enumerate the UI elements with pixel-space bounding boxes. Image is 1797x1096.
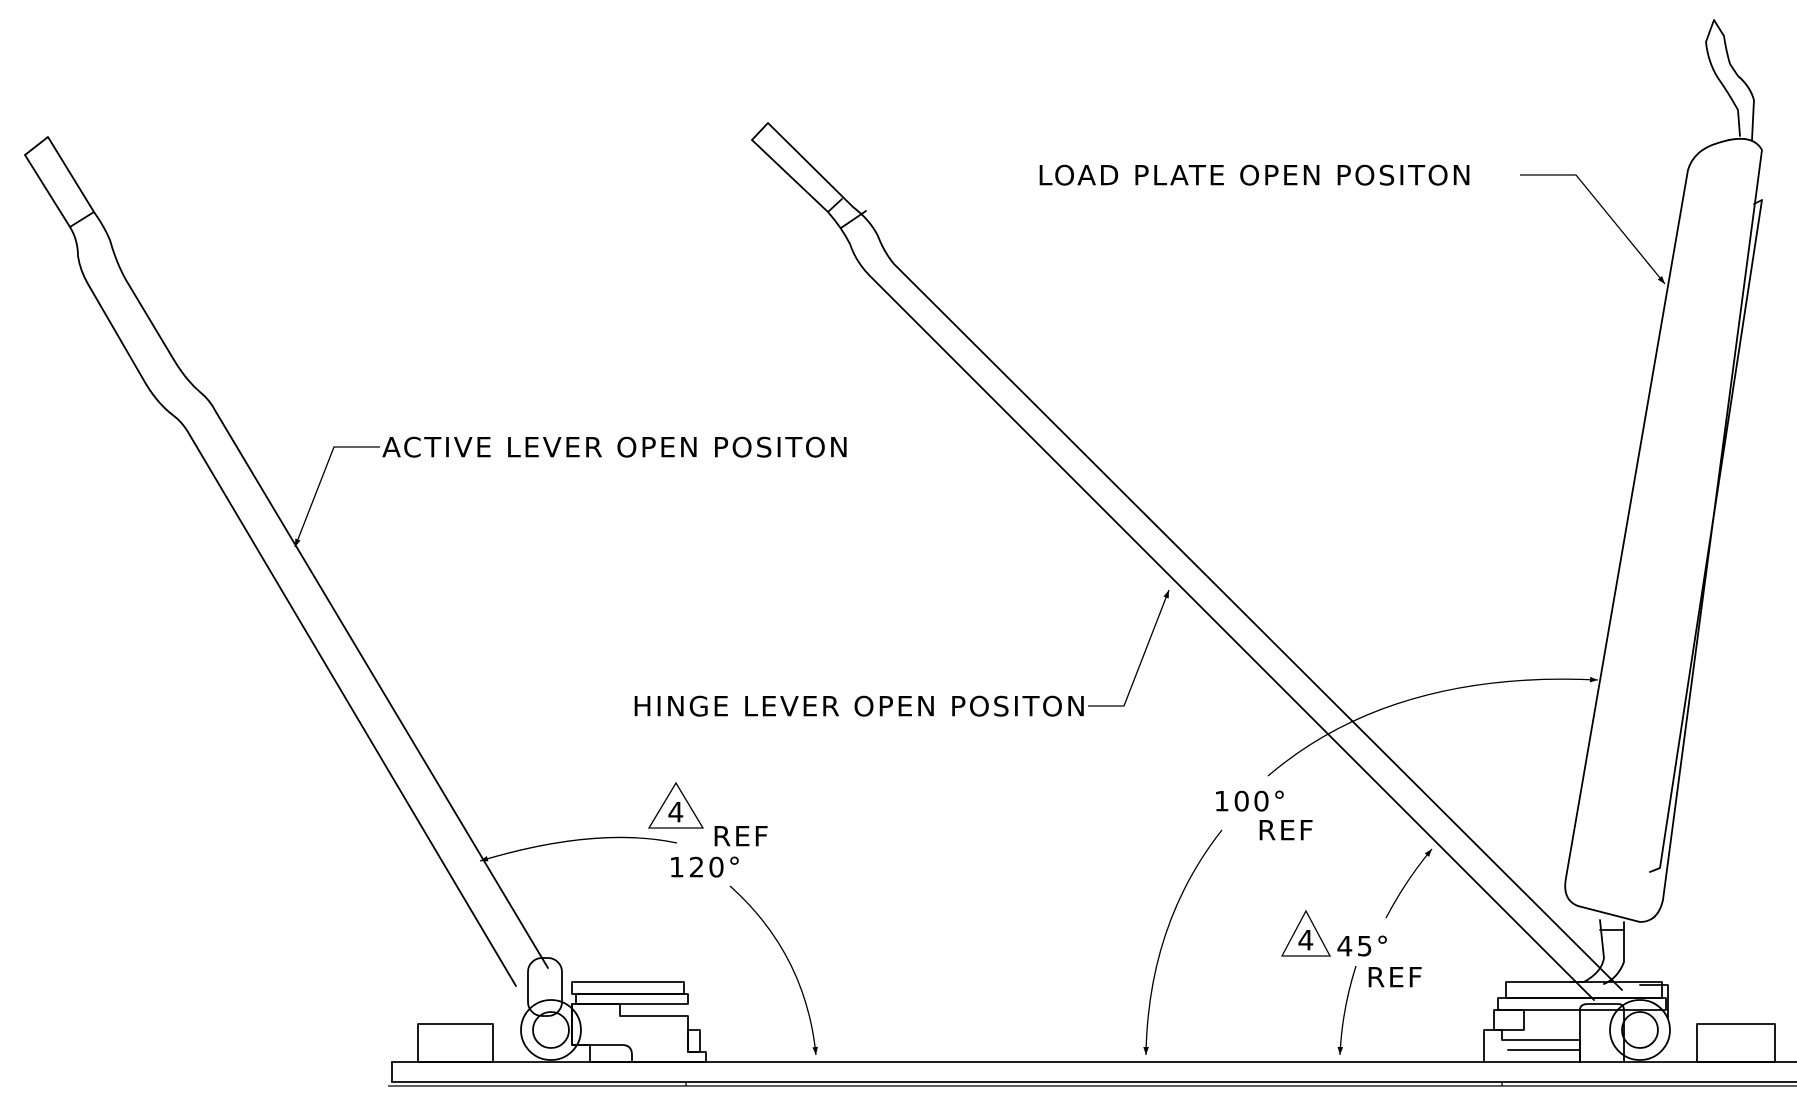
- left-block: [417, 1023, 494, 1063]
- note-triangle-45: [1280, 909, 1332, 957]
- arc-45: [1385, 848, 1433, 919]
- base-plate: [388, 1061, 1797, 1087]
- right-block: [1696, 1023, 1776, 1063]
- note-triangle-120: [647, 781, 705, 829]
- arc-120: [479, 836, 678, 862]
- dim-100-ref: REF: [1257, 814, 1316, 847]
- load-plate: [1564, 19, 1763, 985]
- label-active-lever: ACTIVE LEVER OPEN POSITON: [382, 431, 851, 464]
- dim-120-value: 120°: [668, 851, 743, 884]
- dim-100-value: 100°: [1213, 785, 1288, 818]
- label-hinge-lever: HINGE LEVER OPEN POSITON: [632, 690, 1089, 723]
- dim-120-ref: REF: [712, 820, 771, 853]
- note-number-45: 4: [1297, 924, 1317, 957]
- leader-active-lever: [294, 446, 380, 548]
- left-hinge-mechanism: [520, 957, 707, 1063]
- arc-120-lower: [729, 885, 818, 1056]
- arc-45-lower: [1337, 965, 1357, 1056]
- arc-100-lower: [1143, 829, 1223, 1056]
- leader-load-plate: [1520, 174, 1666, 285]
- dim-45-value: 45°: [1336, 930, 1392, 963]
- hinge-lever: [751, 122, 1623, 1001]
- active-lever: [24, 136, 549, 987]
- arc-100: [1267, 676, 1599, 777]
- leader-hinge-lever: [1088, 589, 1170, 707]
- note-number-120: 4: [667, 796, 687, 829]
- label-load-plate: LOAD PLATE OPEN POSITON: [1037, 159, 1474, 192]
- dim-45-ref: REF: [1366, 961, 1425, 994]
- right-hinge-mechanism: [1483, 981, 1671, 1063]
